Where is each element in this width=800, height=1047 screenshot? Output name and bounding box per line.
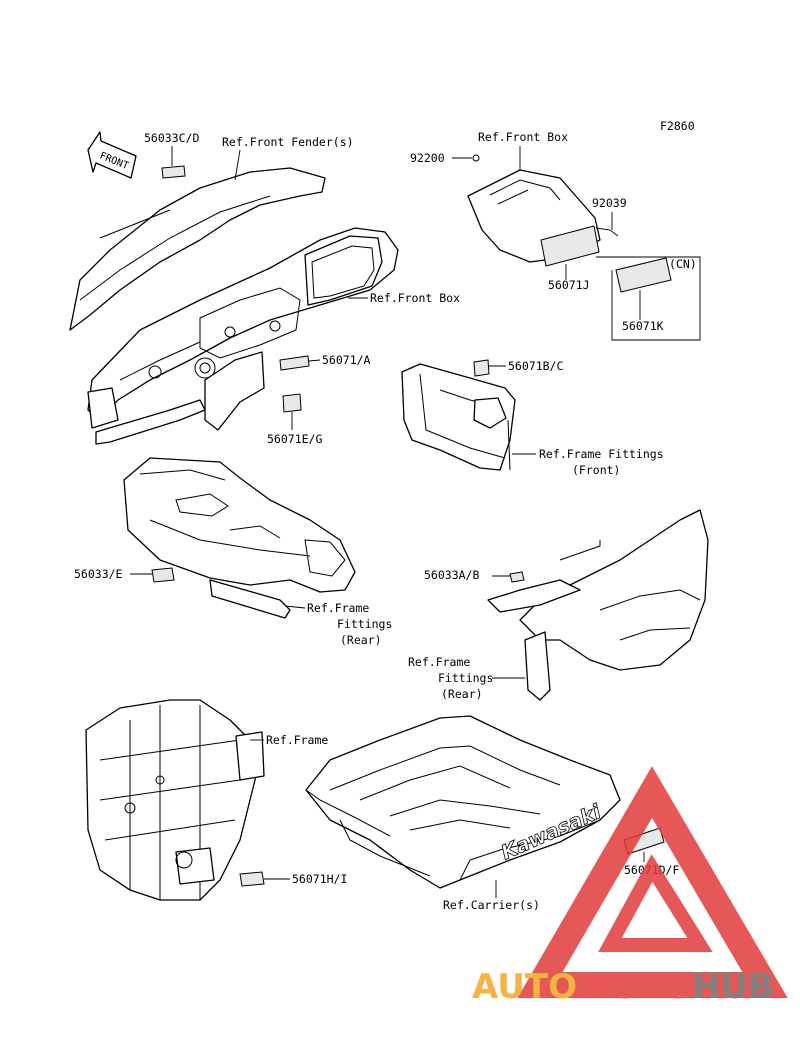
label-56071b-c: 56071B/C bbox=[508, 359, 563, 373]
label-ref-frame-fittings-rear-a3: (Rear) bbox=[340, 633, 382, 647]
rear-frame-fittings bbox=[487, 509, 709, 701]
decal-56071b-c bbox=[473, 359, 490, 377]
label-ref-front-fender: Ref.Front Fender(s) bbox=[222, 135, 354, 149]
watermark-triangle-icon bbox=[517, 766, 788, 998]
label-ref-front-box-top: Ref.Front Box bbox=[478, 130, 568, 144]
decal-56071h-i bbox=[239, 871, 265, 887]
carrier-bed: Kawasaki bbox=[305, 715, 621, 889]
figure-code: F2860 bbox=[660, 119, 695, 133]
vehicle-frame bbox=[85, 699, 265, 901]
label-56033a-b: 56033A/B bbox=[424, 568, 479, 582]
label-56071j: 56071J bbox=[548, 278, 590, 292]
label-92039: 92039 bbox=[592, 196, 627, 210]
label-56071k: 56071K bbox=[622, 319, 664, 333]
decal-56071k bbox=[615, 257, 672, 293]
center-console bbox=[123, 457, 356, 619]
decal-56071e-g bbox=[282, 393, 302, 413]
watermark-part-auto: AUTO bbox=[472, 967, 577, 1007]
watermark-part-hub: HUB bbox=[692, 967, 774, 1007]
label-ref-frame-fittings-rear-b2: Fittings bbox=[438, 671, 493, 685]
decal-56071-a bbox=[279, 355, 310, 371]
label-cn: (CN) bbox=[669, 257, 697, 271]
label-56071e-g: 56071E/G bbox=[267, 432, 322, 446]
label-56071h-i: 56071H/I bbox=[292, 872, 347, 886]
decal-56071j bbox=[540, 225, 600, 267]
decal-56033a-b bbox=[509, 571, 525, 583]
decal-56033c-d bbox=[161, 165, 186, 179]
decal-56033-e bbox=[151, 567, 175, 583]
watermark-text: AUTOMOTOHUB bbox=[472, 967, 774, 1007]
label-ref-frame: Ref.Frame bbox=[266, 733, 328, 747]
label-ref-frame-fittings-rear-a1: Ref.Frame bbox=[307, 601, 369, 615]
label-ref-frame-fittings-rear-b3: (Rear) bbox=[441, 687, 483, 701]
label-92200: 92200 bbox=[410, 151, 445, 165]
watermark-logo: AUTOMOTOHUB bbox=[472, 766, 788, 1007]
front-fender-assembly bbox=[69, 167, 399, 445]
label-ref-front-box-mid: Ref.Front Box bbox=[370, 291, 460, 305]
label-ref-carrier: Ref.Carrier(s) bbox=[443, 898, 540, 912]
label-ref-frame-fittings-front-1: Ref.Frame Fittings bbox=[539, 447, 664, 461]
label-ref-frame-fittings-rear-a2: Fittings bbox=[337, 617, 392, 631]
label-ref-frame-fittings-front-2: (Front) bbox=[572, 463, 620, 477]
label-ref-frame-fittings-rear-b1: Ref.Frame bbox=[408, 655, 470, 669]
label-56033-e: 56033/E bbox=[74, 567, 123, 581]
label-56071-a: 56071/A bbox=[322, 353, 371, 367]
watermark-part-moto: MOTO bbox=[577, 967, 692, 1007]
frame-fittings-front bbox=[401, 363, 516, 471]
front-arrow-icon: FRONT bbox=[87, 131, 137, 179]
label-56033c-d: 56033C/D bbox=[144, 131, 199, 145]
